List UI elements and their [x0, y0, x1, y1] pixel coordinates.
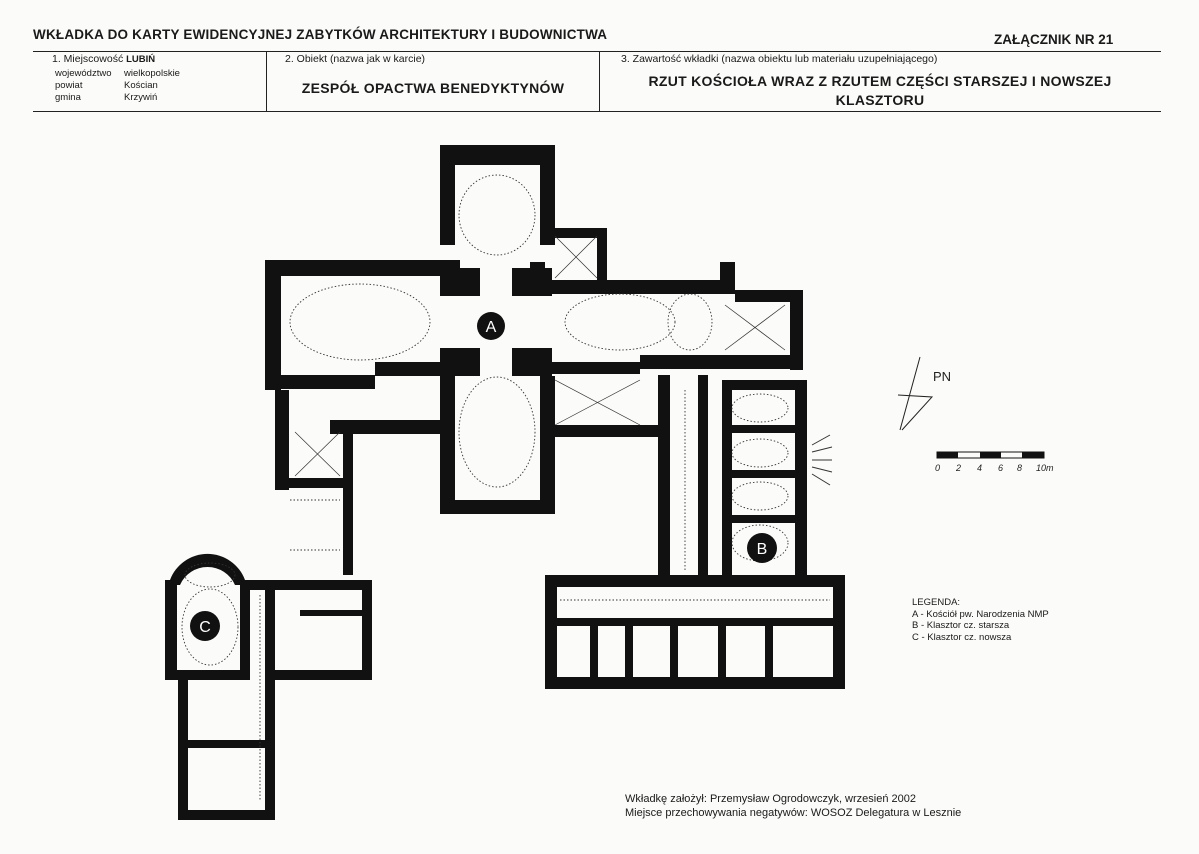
cross-vaults: [294, 235, 786, 477]
footer-author: Wkładkę założył: Przemysław Ogrodowczyk,…: [625, 793, 916, 805]
locality-field: 1. Miejscowość LUBIŃ: [52, 53, 155, 65]
header-bottom-rule: [33, 111, 1161, 112]
stair-lines: [811, 434, 833, 486]
north-label: PN: [933, 369, 951, 384]
attachment-number: ZAŁĄCZNIK NR 21: [994, 32, 1114, 47]
object-label: 2. Obiekt (nazwa jak w karcie): [285, 53, 426, 65]
content-label: 3. Zawartość wkładki (nazwa obiektu lub …: [621, 53, 938, 65]
legend-item-c: C - Klasztor cz. nowsza: [912, 631, 1012, 643]
scale-tick: 0: [935, 463, 940, 473]
header-divider-1: [266, 51, 267, 111]
marker-c-circle: [190, 611, 220, 641]
header-top-rule: [33, 51, 1161, 52]
north-arrow-icon: [897, 356, 934, 431]
marker-a-label: A: [486, 319, 497, 336]
marker-a-circle: [477, 312, 505, 340]
legend-title: LEGENDA:: [912, 597, 961, 608]
scale-tick: 10m: [1036, 463, 1054, 473]
marker-b-group: B: [747, 533, 777, 563]
locality-label: 1. Miejscowość: [52, 53, 124, 65]
legend-item-a: A - Kościół pw. Narodzenia NMP: [912, 608, 1049, 620]
marker-b-label: B: [757, 541, 768, 558]
scale-tick: 6: [998, 463, 1003, 473]
plan-walls: [165, 145, 845, 820]
legend-item-b: B - Klasztor cz. starsza: [912, 620, 1010, 631]
scale-tick: 4: [977, 463, 982, 473]
admin-labels: województwo powiat gmina: [55, 68, 112, 104]
admin-values: wielkopolskie Kościan Krzywiń: [124, 68, 180, 104]
scale-tick-labels: 0 2 4 6 8 10m: [935, 463, 1054, 473]
vault-lines: [181, 174, 830, 800]
footer: Wkładkę założył: Przemysław Ogrodowczyk,…: [625, 792, 961, 820]
scale-tick: 2: [955, 463, 961, 473]
admin-value-voivodeship: wielkopolskie: [124, 68, 180, 79]
content-value-line1: RZUT KOŚCIOŁA WRAZ Z RZUTEM CZĘŚCI STARS…: [648, 73, 1112, 89]
marker-a-group: A: [477, 312, 505, 340]
legend: LEGENDA: A - Kościół pw. Narodzenia NMP …: [912, 597, 1049, 643]
object-value: ZESPÓŁ OPACTWA BENEDYKTYNÓW: [301, 80, 565, 96]
admin-value-commune: Krzywiń: [124, 92, 158, 103]
locality-value: LUBIŃ: [126, 54, 156, 65]
content-value-line2: KLASZTORU: [835, 92, 925, 108]
footer-storage: Miejsce przechowywania negatywów: WOSOZ …: [625, 807, 962, 819]
document-title: WKŁADKA DO KARTY EWIDENCYJNEJ ZABYTKÓW A…: [33, 27, 608, 42]
admin-label-county: powiat: [55, 80, 83, 91]
admin-value-county: Kościan: [124, 80, 158, 91]
scale-tick: 8: [1017, 463, 1022, 473]
admin-label-commune: gmina: [55, 92, 81, 103]
scale-bar: [936, 451, 1045, 459]
header-divider-2: [599, 51, 600, 111]
marker-b-circle: [747, 533, 777, 563]
marker-c-group: C: [190, 611, 220, 641]
marker-c-label: C: [199, 619, 211, 636]
admin-label-voivodeship: województwo: [55, 68, 112, 79]
